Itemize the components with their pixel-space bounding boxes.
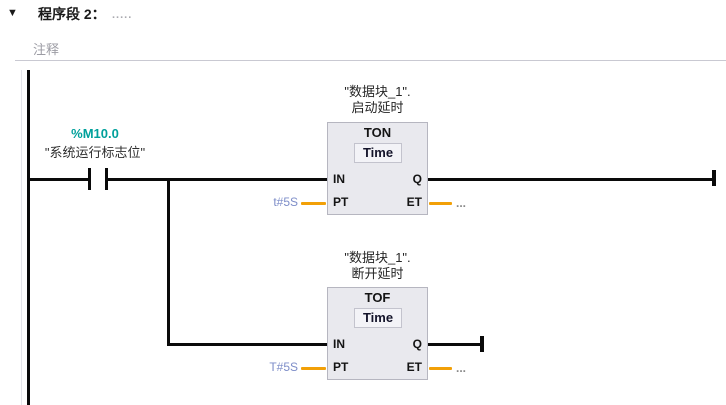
rung-wire-rail-to-contact bbox=[28, 178, 89, 181]
tof-block[interactable]: TOF Time IN Q PT ET bbox=[327, 287, 428, 380]
ton-et-wire bbox=[429, 202, 452, 205]
ton-instance-name-line2[interactable]: 启动延时 bbox=[351, 100, 404, 115]
ton-datatype-dropdown[interactable]: Time bbox=[354, 143, 402, 163]
header-divider bbox=[15, 60, 726, 61]
tof-pin-q: Q bbox=[412, 337, 422, 351]
ton-pin-q: Q bbox=[412, 172, 422, 186]
tof-pin-in: IN bbox=[333, 337, 345, 351]
tof-q-wire bbox=[428, 343, 482, 346]
network-left-border bbox=[21, 70, 22, 405]
tof-et-wire bbox=[429, 367, 452, 370]
network-title-placeholder[interactable]: ..... bbox=[112, 9, 133, 21]
collapse-triangle-icon[interactable]: ▼ bbox=[7, 7, 18, 19]
tof-block-type: TOF bbox=[364, 290, 391, 305]
ton-pt-wire bbox=[301, 202, 326, 205]
rung-wire-contact-to-ton bbox=[108, 178, 328, 181]
ton-block-type: TON bbox=[363, 125, 392, 140]
branch-wire-vertical bbox=[167, 178, 170, 345]
tof-et-value[interactable]: ... bbox=[456, 361, 467, 375]
network-comment[interactable]: 注释 bbox=[33, 42, 60, 57]
tof-pt-wire bbox=[301, 367, 326, 370]
tof-instance-name-line2[interactable]: 断开延时 bbox=[351, 266, 404, 281]
ton-pin-pt: PT bbox=[333, 195, 349, 209]
ton-pt-value[interactable]: t#5S bbox=[273, 195, 298, 209]
ton-instance-name-line1[interactable]: "数据块_1". bbox=[344, 84, 411, 99]
tof-pt-value[interactable]: T#5S bbox=[269, 360, 298, 374]
ton-block[interactable]: TON Time IN Q PT ET bbox=[327, 122, 428, 215]
power-rail bbox=[27, 70, 30, 405]
tof-instance-name-line1[interactable]: "数据块_1". bbox=[344, 250, 411, 265]
contact-operand-name[interactable]: "系统运行标志位" bbox=[44, 145, 146, 160]
ton-pin-in: IN bbox=[333, 172, 345, 186]
ton-q-wire bbox=[428, 178, 714, 181]
contact-left-bar[interactable] bbox=[88, 168, 91, 190]
tof-q-end-tick bbox=[480, 336, 484, 352]
branch-wire-to-tof bbox=[167, 343, 328, 346]
ton-pin-et: ET bbox=[406, 195, 422, 209]
contact-address[interactable]: %M10.0 bbox=[71, 126, 119, 141]
tof-pin-pt: PT bbox=[333, 360, 349, 374]
tof-pin-et: ET bbox=[406, 360, 422, 374]
network-title[interactable]: 程序段 2： bbox=[38, 6, 106, 22]
ton-q-end-tick bbox=[712, 170, 716, 186]
contact-right-bar[interactable] bbox=[105, 168, 108, 190]
ton-et-value[interactable]: ... bbox=[456, 196, 467, 210]
tof-datatype-dropdown[interactable]: Time bbox=[354, 308, 402, 328]
